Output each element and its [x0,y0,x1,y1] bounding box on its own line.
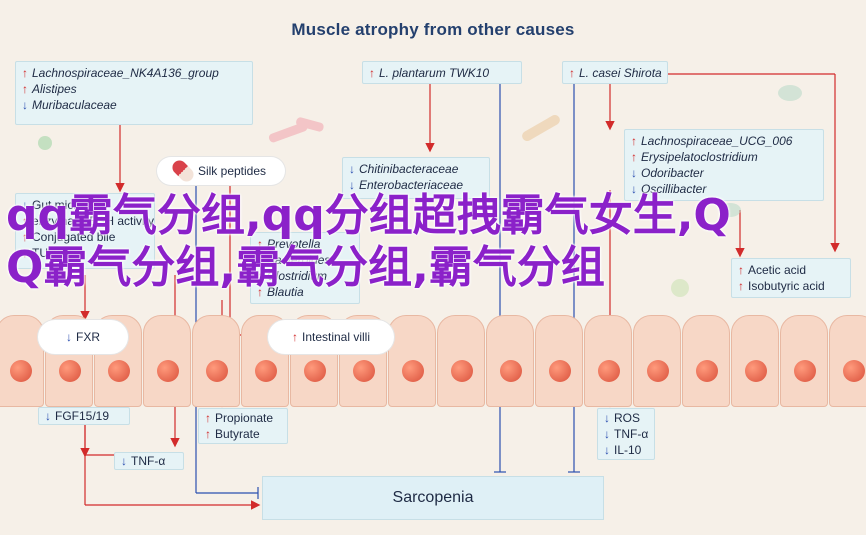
box-prevotella: ↑Prevotella ↑Bacteroides ↑Clostridium ↑B… [250,232,360,304]
epithelial-cell [192,315,240,407]
box-left-mid: ↓Gut microbial ↑enzymatic BSH activity ↑… [15,193,155,269]
scfa-label: Propionate [215,411,274,425]
taxon-label: Alistipes [32,82,77,96]
marker-label: ROS [614,411,641,425]
cell-nucleus-icon [745,360,767,382]
taxon-label: Enterobacteriaceae [359,178,464,192]
box-left-top: ↑Lachnospiraceae_NK4A136_group ↑Alistipe… [15,61,253,125]
probiotic-label: L. plantarum TWK10 [379,66,490,80]
intestinal-epithelium: (function(){ var c = document.currentScr… [0,315,866,410]
sarcopenia-box: Sarcopenia [262,476,604,520]
villi-pill: ↑Intestinal villi [268,320,394,354]
fxr-label: FXR [76,330,100,344]
epithelial-cell [486,315,534,407]
box-casei: ↑L. casei Shirota [562,61,668,84]
cell-nucleus-icon [451,360,473,382]
silk-peptides-pill: Silk peptides [157,157,285,185]
bacteria-decoration-icon [38,85,802,297]
scfa-label: Butyrate [215,427,260,441]
taxon-label: Clostridium [267,269,328,283]
cell-nucleus-icon [549,360,571,382]
fxr-pill: ↓FXR [38,320,128,354]
cell-nucleus-icon [647,360,669,382]
taxon-label: Lachnospiraceae_UCG_006 [641,134,793,148]
epithelial-cell [780,315,828,407]
epithelial-cell [633,315,681,407]
cell-nucleus-icon [59,360,81,382]
scfa-box: ↑Propionate ↑Butyrate [198,408,288,444]
diagram-title: Muscle atrophy from other causes [291,20,575,39]
epithelial-cell [682,315,730,407]
villi-label: Intestinal villi [301,330,371,344]
acid-label: Acetic acid [748,263,807,277]
epithelial-cell [829,315,866,407]
fgf-label: FGF15/19 [55,409,110,423]
box-right-top: ↑Lachnospiraceae_UCG_006 ↑Erysipelatoclo… [624,129,824,201]
taxon-label: Chitinibacteraceae [359,162,459,176]
bile-label: Gut microbial [32,198,103,212]
sarcopenia-label: Sarcopenia [392,489,474,506]
fgf-label-box: ↓FGF15/19 [38,407,130,425]
epithelial-cell [0,315,44,407]
acid-label: Isobutyric acid [748,279,825,293]
epithelial-cell [437,315,485,407]
taxon-label: Erysipelatoclostridium [641,150,758,164]
marker-label: TNF-α [614,427,649,441]
probiotic-label: L. casei Shirota [579,66,662,80]
epithelial-cell [584,315,632,407]
cell-nucleus-icon [157,360,179,382]
taxon-label: Muribaculaceae [32,98,117,112]
epithelial-cell [388,315,436,407]
cell-nucleus-icon [255,360,277,382]
taxon-label: Bacteroides [267,253,331,267]
cell-nucleus-icon [843,360,865,382]
taxon-label: Oscillibacter [641,182,707,196]
epithelial-cell [535,315,583,407]
cell-nucleus-icon [696,360,718,382]
taxon-label: Lachnospiraceae_NK4A136_group [32,66,219,80]
inflammation-box: ↓ROS ↓TNF-α ↓IL-10 [597,408,655,460]
cell-nucleus-icon [304,360,326,382]
box-chitin: ↓Chitinibacteraceae ↓Enterobacteriaceae [342,157,490,199]
cell-nucleus-icon [108,360,130,382]
tnf-left-box: ↓TNF-α [114,452,184,470]
cell-nucleus-icon [10,360,32,382]
cell-nucleus-icon [206,360,228,382]
marker-label: IL-10 [614,443,642,457]
cell-nucleus-icon [402,360,424,382]
taxon-label: Prevotella [267,237,321,251]
cell-nucleus-icon [598,360,620,382]
taxon-label: Odoribacter [641,166,704,180]
tnf-label: TNF-α [131,454,166,468]
epithelial-cell [143,315,191,407]
bile-label: Conjugated bile [32,230,116,244]
bile-label: enzymatic BSH activity [32,214,155,228]
box-acids: ↑Acetic acid ↑Isobutyric acid [731,258,851,298]
silk-peptides-label: Silk peptides [197,164,267,178]
epithelial-cell [731,315,779,407]
cell-nucleus-icon [794,360,816,382]
capsule-icon [169,157,197,185]
cell-nucleus-icon [353,360,375,382]
watermark-text: qq霸气分组,qq分组超拽霸气女生,QQ霸气分组,霸气分组,霸气分组 [6,190,731,293]
watermark-overlay-text: qq霸气分组,qq分组超拽霸气女生,QQ霸气分组,霸气分组,霸气分组 [0,190,866,294]
cell-nucleus-icon [500,360,522,382]
bile-label: TUDCA [32,246,74,260]
taxon-label: Blautia [267,285,304,299]
box-plantarum: ↑L. plantarum TWK10 [362,61,522,84]
